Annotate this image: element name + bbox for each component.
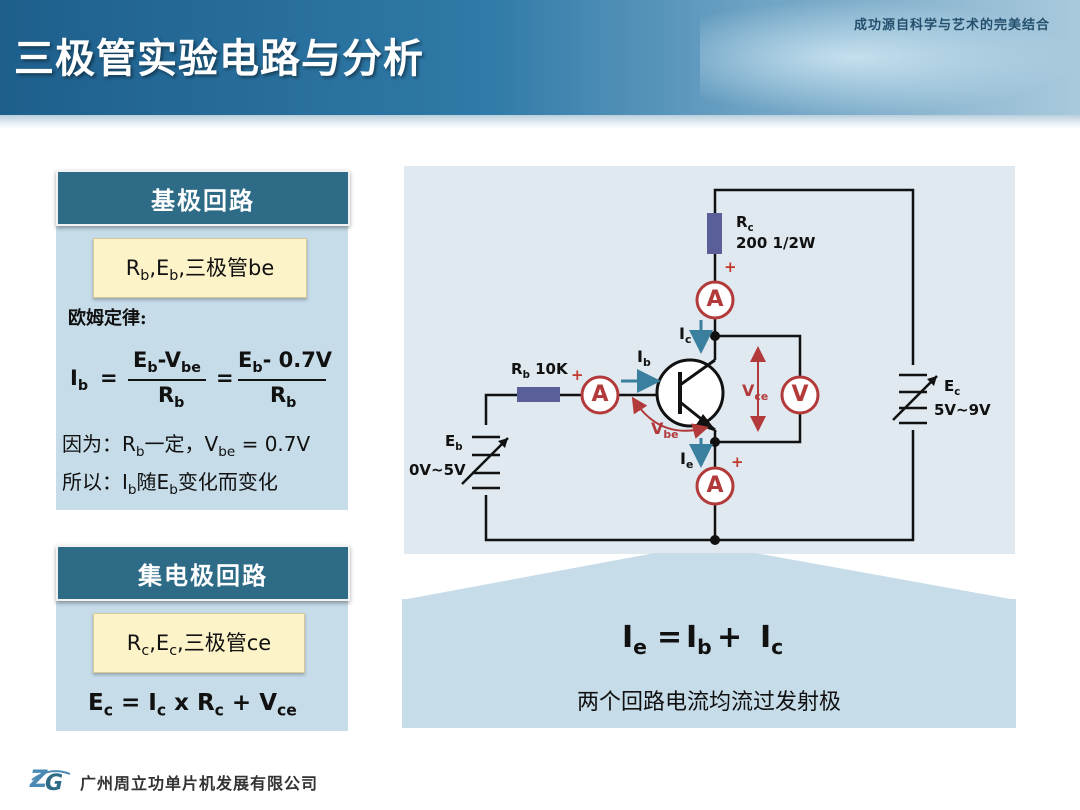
- because-line: 因为：Rb一定，Vbe = 0.7V: [62, 432, 311, 460]
- ic-label: Ic: [679, 324, 692, 347]
- meter-base-ammeter: [580, 375, 620, 415]
- ie-label: Ie: [680, 449, 694, 472]
- ec-name: Ec: [944, 377, 961, 398]
- meter-collector-ammeter: [695, 280, 735, 320]
- plus-emitter: +: [731, 453, 744, 471]
- meter-emitter-ammeter: [695, 466, 735, 506]
- company-logo-icon: Z G: [29, 765, 71, 794]
- result-funnel: [402, 553, 1016, 600]
- result-ib: Ib: [686, 620, 712, 659]
- ammeter-label-base: A: [591, 382, 609, 407]
- vbe-label: Vbe: [651, 419, 679, 442]
- formula-ib: Ib: [70, 366, 89, 395]
- collector-loop-equation: Ec = Ic x Rc + Vce: [88, 690, 297, 720]
- rb-label: Rb 10K: [511, 360, 568, 381]
- voltmeter-label: V: [791, 382, 809, 407]
- ib-label: Ib: [637, 347, 651, 370]
- formula-fraction-bar-1: [128, 379, 206, 381]
- result-ic: Ic: [760, 620, 784, 659]
- svg-text:G: G: [45, 771, 63, 794]
- ohms-law-label: 欧姆定律:: [68, 308, 147, 329]
- header-decoration: [700, 0, 1080, 115]
- formula-denominator-2: Rb: [270, 383, 297, 412]
- battery-eb: [461, 425, 509, 495]
- ammeter-label-collector: A: [706, 287, 724, 312]
- header-divider: [0, 115, 1080, 129]
- formula-equals-2: =: [216, 366, 234, 390]
- collector-loop-components: Rc,Ec,三极管ce: [126, 630, 272, 660]
- formula-numerator-1: Eb-Vbe: [133, 348, 201, 377]
- rb-resistor: [517, 387, 560, 402]
- meter-voltmeter: [780, 375, 820, 415]
- formula-denominator-1: Rb: [158, 383, 185, 412]
- formula-equals-1: =: [100, 366, 118, 390]
- collector-loop-components-note: Rc,Ec,三极管ce: [93, 613, 305, 673]
- junction-emitter: [710, 437, 720, 447]
- result-box: [402, 599, 1016, 728]
- eb-range: 0V~5V: [409, 461, 466, 479]
- collector-loop-title: 集电极回路: [56, 545, 350, 601]
- result-note: 两个回路电流均流过发射极: [576, 690, 841, 715]
- eb-name: Eb: [445, 432, 463, 453]
- rc-resistor: [707, 213, 722, 254]
- therefore-line: 所以：Ib随Eb变化而变化: [62, 470, 278, 498]
- base-loop-components-note: Rb,Eb,三极管be: [93, 238, 307, 298]
- plus-collector: +: [724, 258, 737, 276]
- base-loop-title: 基极回路: [56, 170, 350, 226]
- result-equals: =: [657, 620, 683, 655]
- rc-value: 200 1/2W: [736, 234, 816, 252]
- plus-base: +: [571, 366, 584, 384]
- formula-numerator-2: Eb- 0.7V: [238, 348, 333, 377]
- vbe-arrow: [631, 396, 709, 439]
- header-slogan: 成功源自科学与艺术的完美结合: [853, 18, 1050, 33]
- formula-fraction-bar-2: [238, 379, 326, 381]
- result-ie: Ie: [622, 620, 648, 659]
- ec-range: 5V~9V: [934, 401, 991, 419]
- battery-ec: [892, 365, 938, 430]
- company-name: 广州周立功单片机发展有限公司: [80, 774, 319, 793]
- svg-text:Z: Z: [29, 765, 48, 793]
- base-loop-components: Rb,Eb,三极管be: [125, 255, 275, 285]
- rc-name: Rc: [736, 213, 754, 234]
- ammeter-label-emitter: A: [706, 473, 724, 498]
- page-title: 三极管实验电路与分析: [14, 36, 424, 82]
- result-plus: +: [717, 620, 743, 655]
- junction-collector: [710, 331, 720, 341]
- vce-label: Vce: [742, 381, 769, 404]
- junction-ground: [710, 535, 720, 545]
